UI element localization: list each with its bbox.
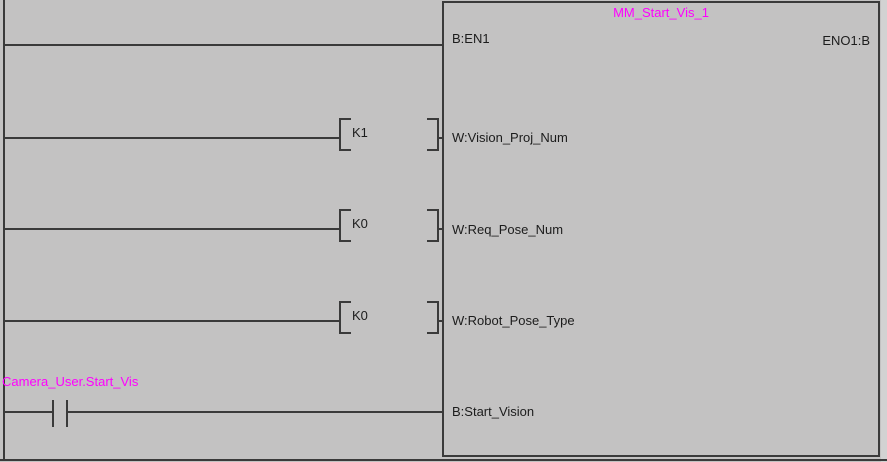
fb-input-pin-en1: B:EN1 bbox=[452, 31, 490, 46]
constant-k0-operand[interactable]: K0 bbox=[352, 216, 368, 231]
constant-k0-operand[interactable]: K0 bbox=[352, 308, 368, 323]
contact-device-label[interactable]: Camera_User.Start_Vis bbox=[2, 374, 139, 389]
fb-input-pin-req-pose-num: W:Req_Pose_Num bbox=[452, 222, 564, 237]
operand-connector bbox=[438, 137, 443, 139]
operand-bracket-open bbox=[339, 209, 351, 242]
rung-wire-contact-right bbox=[68, 411, 442, 413]
rung-wire-req-pose-num bbox=[5, 228, 339, 230]
rung-wire-en1 bbox=[5, 44, 442, 46]
rung-wire-vision-proj-num bbox=[5, 137, 339, 139]
fb-output-pin-eno1: ENO1:B bbox=[822, 33, 870, 48]
fb-input-pin-start-vision: B:Start_Vision bbox=[452, 404, 535, 419]
operand-bracket-close bbox=[427, 301, 439, 334]
rung-wire-robot-pose-type bbox=[5, 320, 339, 322]
function-block[interactable]: MM_Start_Vis_1 B:EN1 ENO1:B W:Vision_Pro… bbox=[442, 1, 880, 457]
operand-connector bbox=[438, 320, 443, 322]
operand-bracket-open bbox=[339, 118, 351, 151]
rung-wire-contact-left bbox=[5, 411, 52, 413]
function-block-instance-name: MM_Start_Vis_1 bbox=[613, 5, 709, 20]
network-bottom-border bbox=[0, 459, 887, 461]
fb-input-pin-vision-proj-num: W:Vision_Proj_Num bbox=[452, 130, 568, 145]
no-contact-symbol[interactable] bbox=[52, 400, 54, 427]
operand-bracket-close bbox=[427, 118, 439, 151]
no-contact-symbol[interactable] bbox=[66, 400, 68, 427]
fb-input-pin-robot-pose-type: W:Robot_Pose_Type bbox=[452, 313, 575, 328]
operand-connector bbox=[438, 228, 443, 230]
operand-bracket-close bbox=[427, 209, 439, 242]
operand-bracket-open bbox=[339, 301, 351, 334]
canvas-right-margin bbox=[881, 0, 887, 462]
left-power-rail bbox=[3, 0, 5, 461]
constant-k1-operand[interactable]: K1 bbox=[352, 125, 368, 140]
